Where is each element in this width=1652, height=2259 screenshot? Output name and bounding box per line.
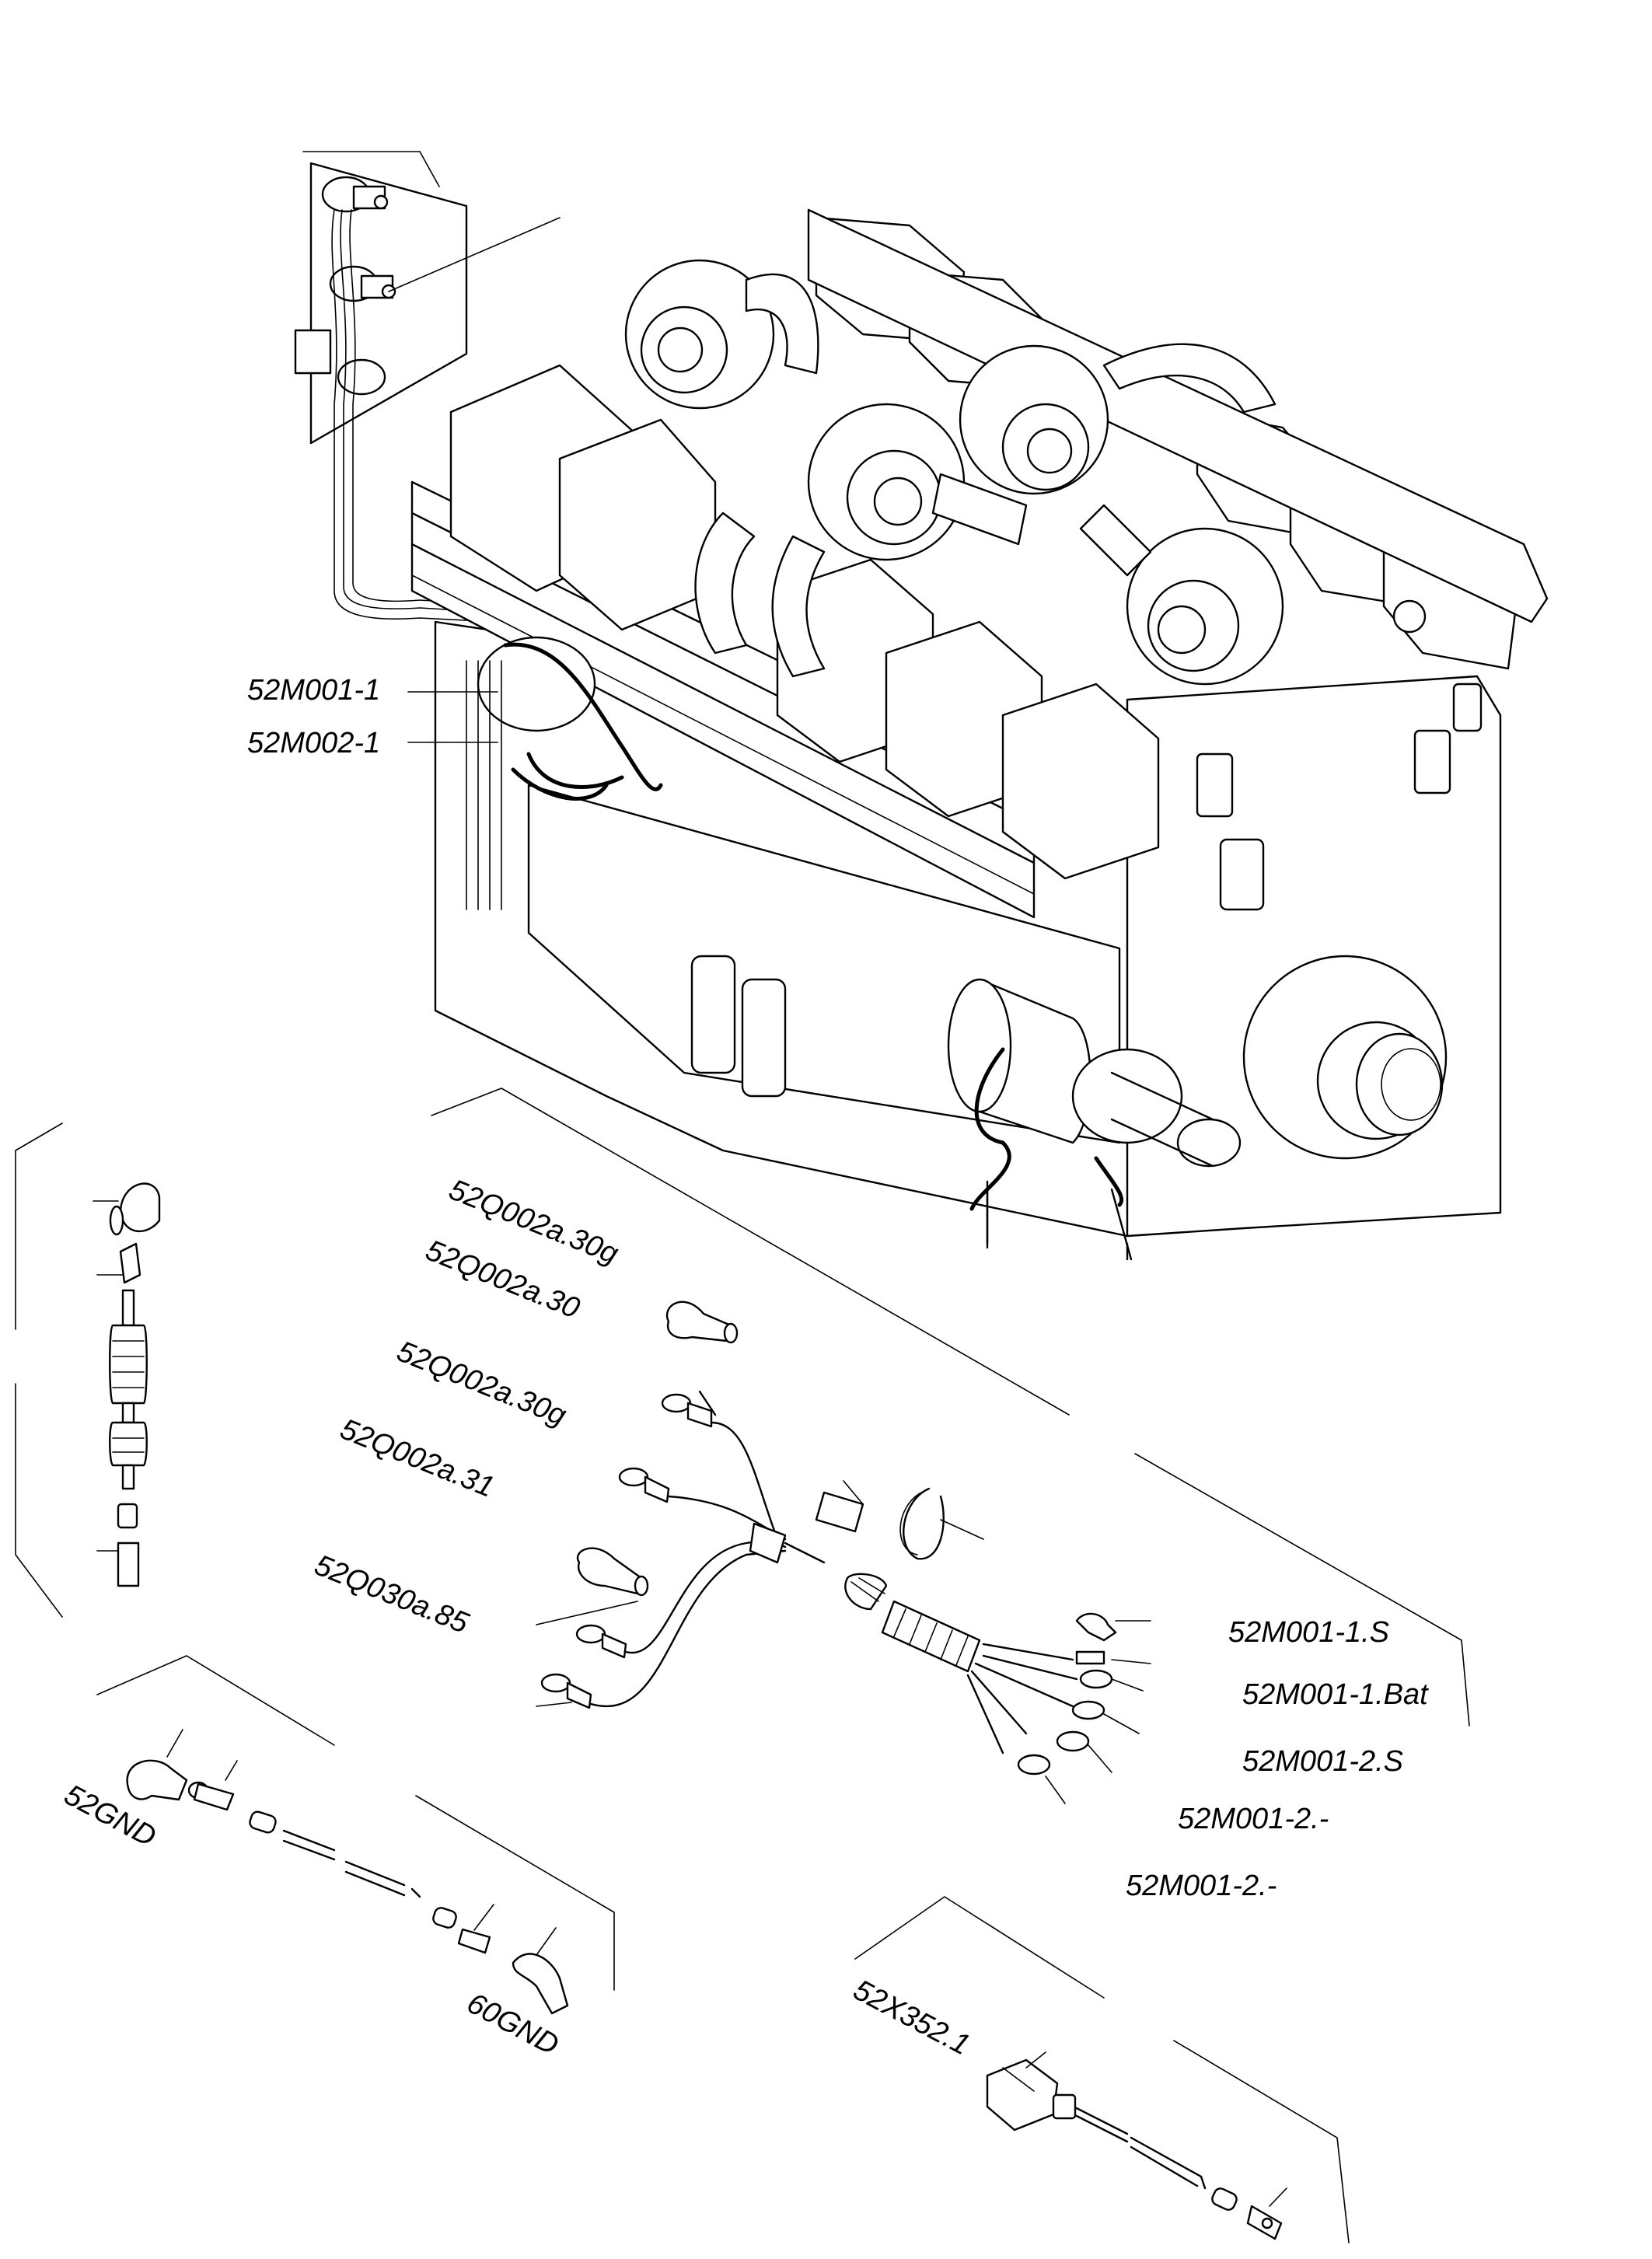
x352-connector-assembly: [854, 1896, 1350, 2243]
label-52m001-1-bat: 52M001-1.Bat: [1242, 1678, 1429, 1711]
label-52m002-1: 52M002-1: [247, 727, 380, 759]
ground-cable-assembly: [96, 1655, 615, 2015]
center-cable-assembly: [431, 1088, 1470, 1804]
relay-bracket: [294, 151, 561, 623]
label-52m001-2-s: 52M001-2.S: [1242, 1745, 1403, 1778]
label-52m001-1-s: 52M001-1.S: [1228, 1616, 1389, 1649]
label-52q002a-30g-mid: 52Q002a.30g: [393, 1335, 571, 1432]
label-52q002a-31: 52Q002a.31: [336, 1412, 499, 1503]
label-52m001-1: 52M001-1: [247, 674, 380, 707]
label-52m001-2-minus-a: 52M001-2.-: [1178, 1803, 1329, 1835]
label-52q030a-85: 52Q030a.85: [310, 1548, 473, 1640]
diesel-engine: [410, 208, 1549, 1261]
label-52m001-2-minus-b: 52M001-2.-: [1126, 1870, 1277, 1902]
left-connector-assembly: [15, 1123, 161, 1618]
engine-wiring-harness: [466, 642, 1133, 1261]
label-52x352-1: 52X352.1: [848, 1974, 975, 2062]
